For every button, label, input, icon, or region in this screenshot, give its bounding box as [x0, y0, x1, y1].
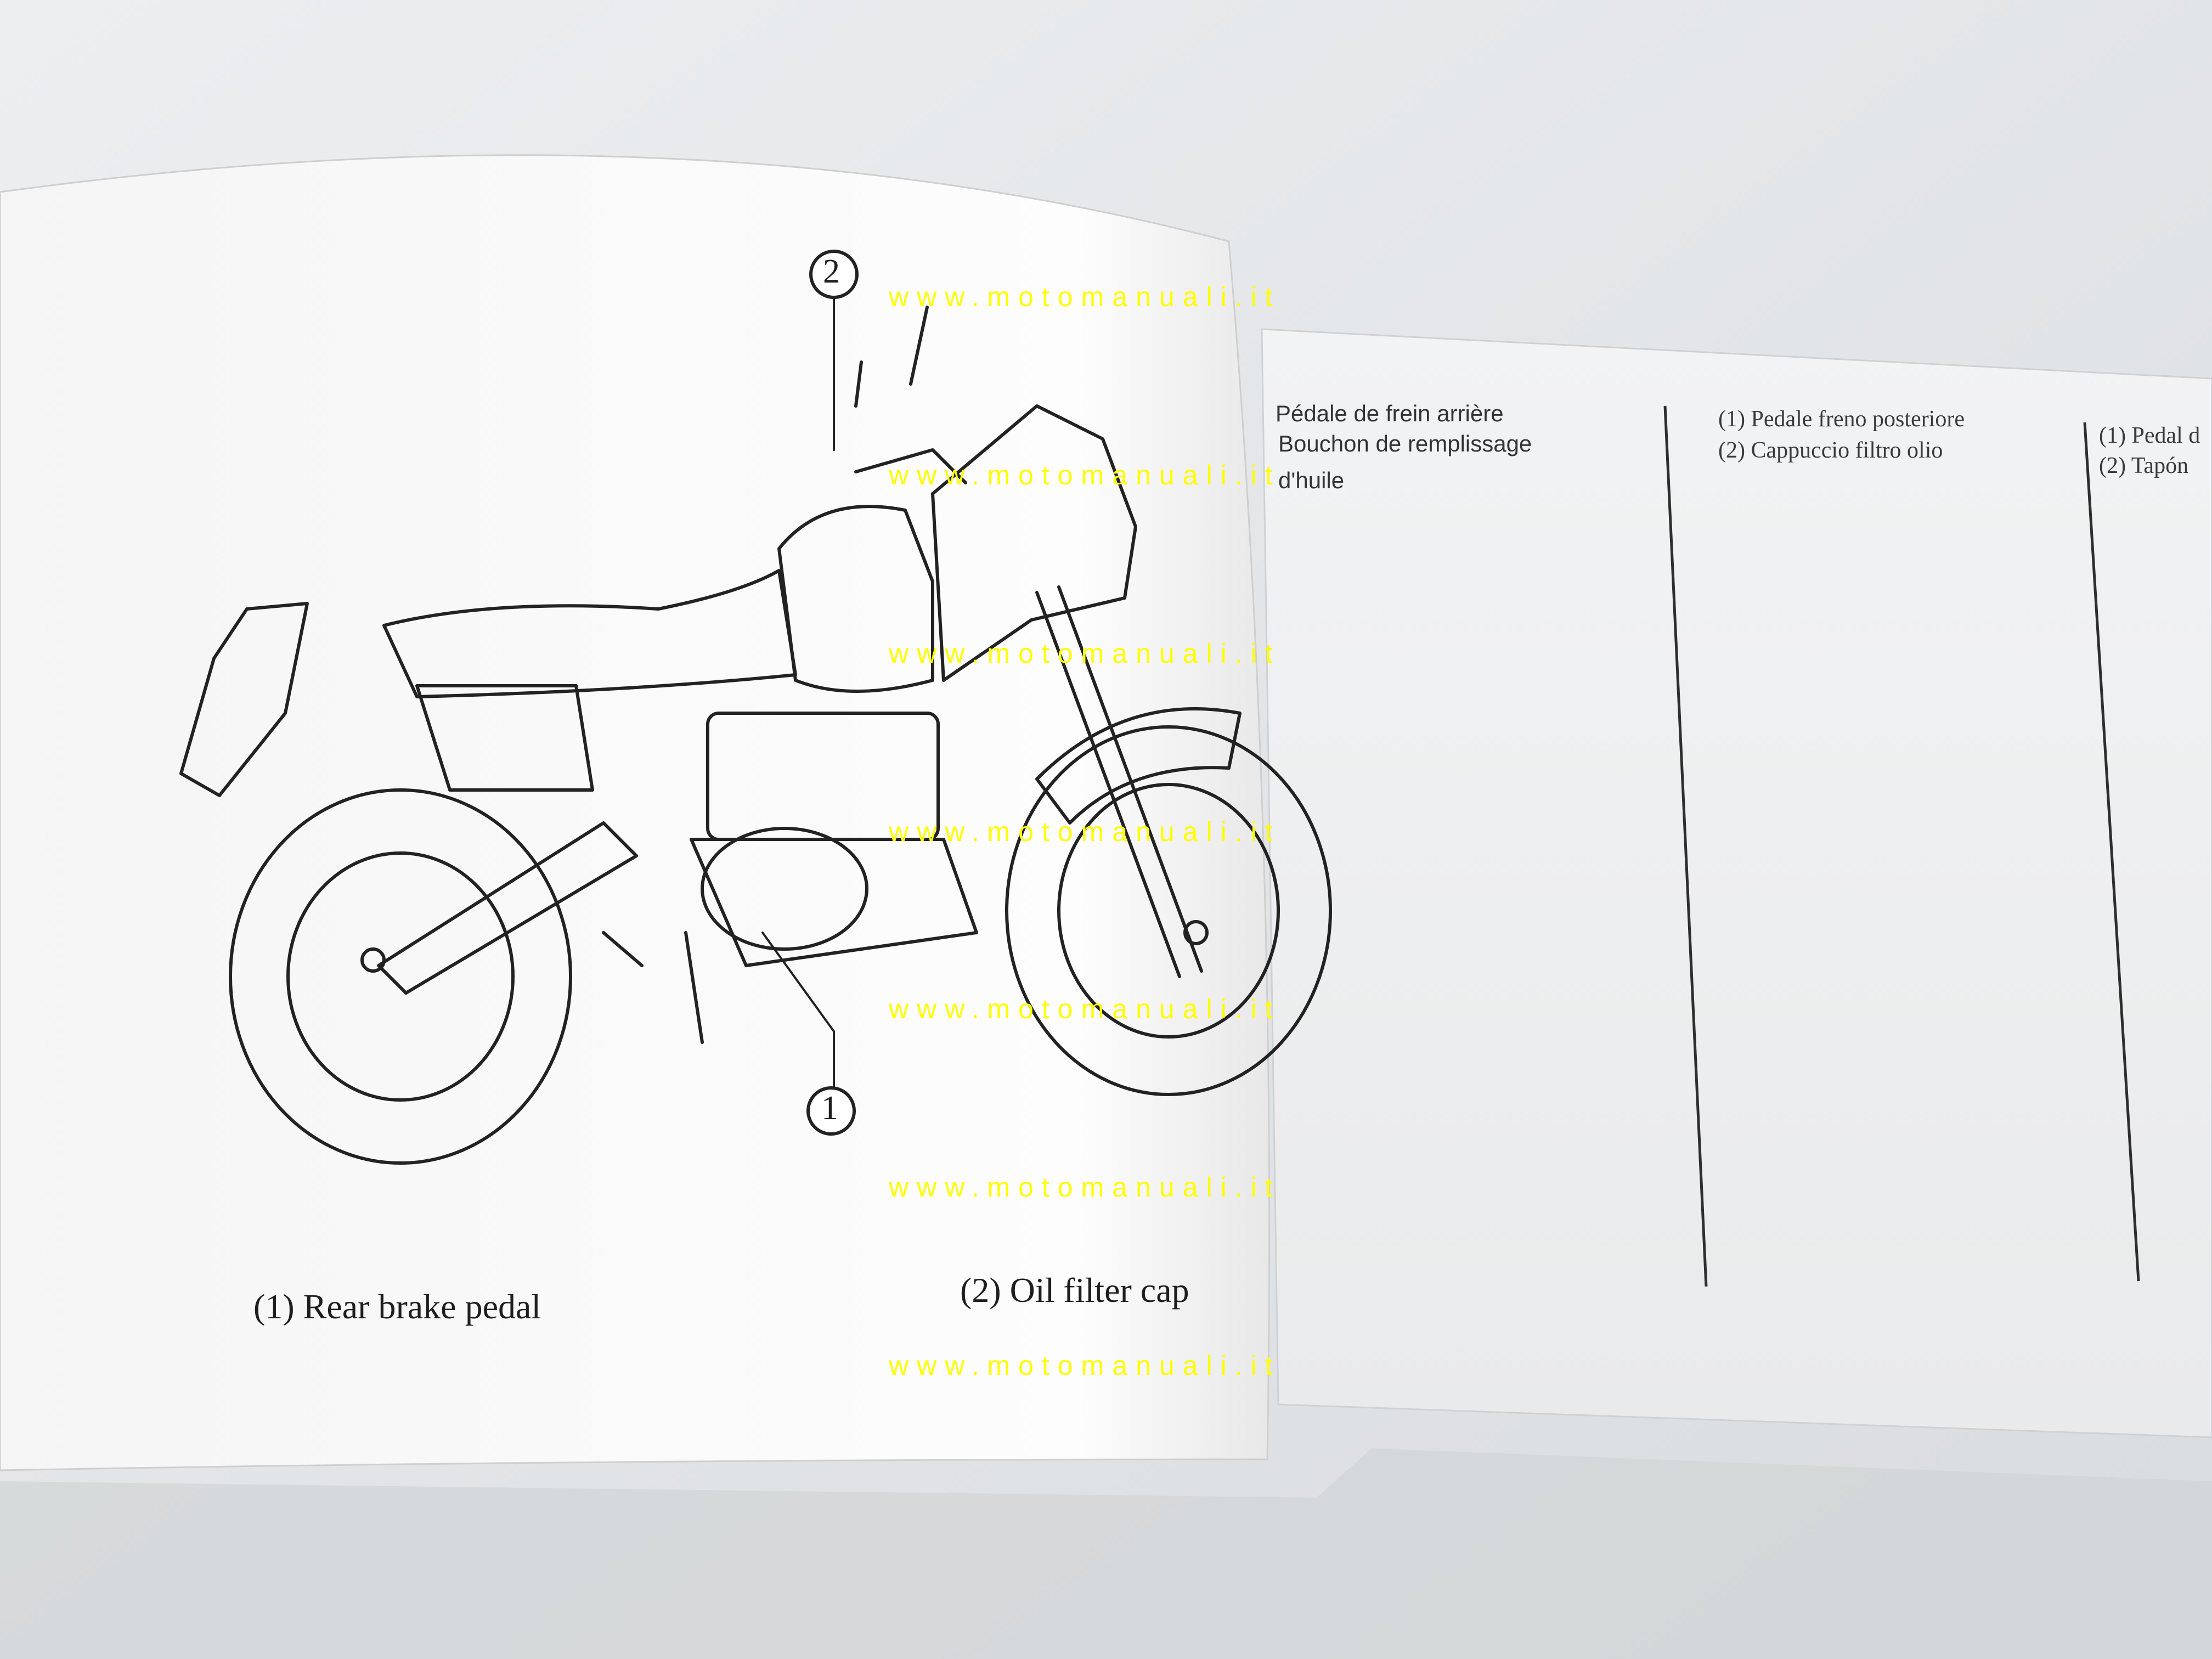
french-line-2: Bouchon de remplissage [1278, 431, 1532, 456]
watermark: www.motomanuali.it [889, 460, 1281, 490]
french-line-3: d'huile [1278, 467, 1345, 493]
callout-circle-2 [809, 250, 859, 299]
italian-line-1: (1) Pedale freno posteriore [1718, 407, 1965, 432]
column-divider [2083, 422, 2140, 1282]
left-page [0, 154, 1271, 1471]
column-divider [1663, 405, 1708, 1287]
caption-oil-filter-cap: (2) Oil filter cap [960, 1271, 1189, 1310]
watermark: www.motomanuali.it [889, 638, 1281, 669]
motorcycle-illustration [179, 292, 1332, 1165]
french-line-1: Pédale de frein arrière [1276, 400, 1504, 426]
italian-line-2: (2) Cappuccio filtro olio [1718, 438, 1943, 463]
watermark: www.motomanuali.it [889, 1172, 1281, 1203]
watermark: www.motomanuali.it [889, 1350, 1281, 1381]
watermark: www.motomanuali.it [889, 281, 1281, 312]
right-page [1261, 328, 2212, 1438]
spanish-line-1: (1) Pedal d [2099, 423, 2200, 448]
watermark: www.motomanuali.it [889, 994, 1281, 1024]
caption-rear-brake-pedal: (1) Rear brake pedal [253, 1287, 541, 1326]
callout-circle-1 [806, 1086, 856, 1136]
spanish-line-2: (2) Tapón [2099, 453, 2189, 478]
callout-number-1: 1 [821, 1090, 838, 1127]
watermark: www.motomanuali.it [889, 816, 1281, 847]
callout-number-2: 2 [823, 253, 840, 290]
